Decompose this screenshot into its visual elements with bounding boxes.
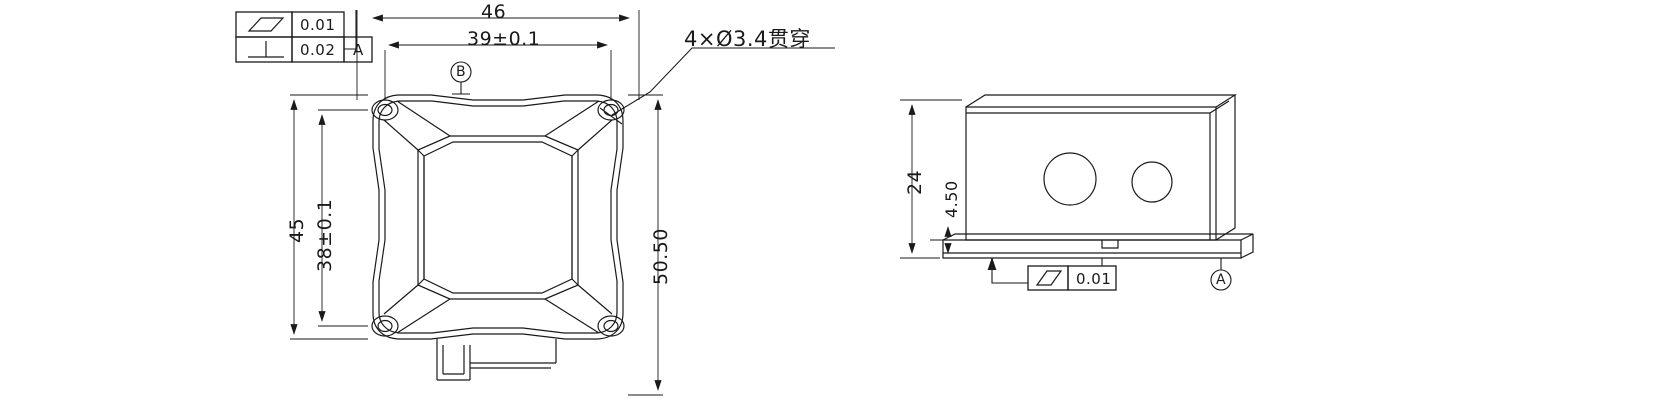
gdt-tolerance-perpendicularity: 0.02 (300, 41, 336, 59)
dimension-lines-top-view (290, 10, 663, 396)
top-view-corner-ribs (383, 100, 613, 334)
datum-label-b: B (456, 64, 467, 80)
side-view-gdt-tolerance: 0.01 (1076, 270, 1112, 288)
gdt-tolerance-parallelism: 0.01 (300, 16, 336, 34)
side-view-body (965, 94, 1238, 241)
top-view-outer-body (372, 94, 624, 340)
dim-right-height: 50.50 (650, 228, 672, 285)
dim-hole-span-horizontal: 39±0.1 (467, 28, 541, 50)
datum-b-symbol (450, 61, 472, 95)
dim-overall-height: 45 (286, 217, 308, 243)
side-view-flange (942, 233, 1254, 259)
side-view-datum-label-a: A (1216, 272, 1227, 288)
side-view-apertures (1043, 152, 1173, 206)
top-view-inner-pocket (417, 135, 579, 300)
dim-overall-width: 46 (481, 1, 507, 23)
dim-flange-height: 4.50 (942, 180, 961, 218)
dimension-lines-side-view (900, 99, 962, 259)
side-view-datum-a-symbol (1210, 257, 1232, 291)
top-view-connector (436, 339, 557, 381)
gdt-datum-reference-a: A (353, 41, 364, 59)
dim-body-height: 24 (904, 169, 926, 195)
dim-hole-span-vertical: 38±0.1 (314, 198, 336, 272)
side-view-gdt-frame (1027, 265, 1117, 291)
note-hole-callout: 4×Ø3.4贯穿 (684, 27, 811, 51)
hole-note-leader (599, 47, 835, 125)
gdt-table-leader (344, 10, 357, 50)
